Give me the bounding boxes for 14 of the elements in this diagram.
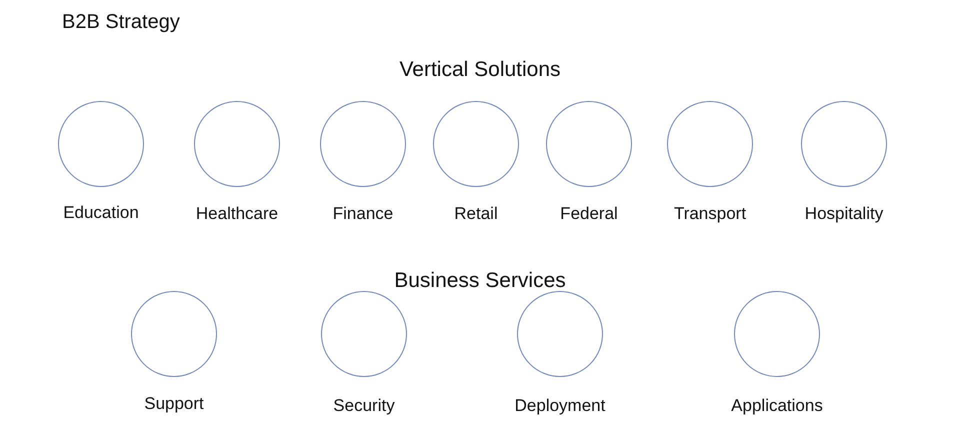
category-label: Education bbox=[63, 202, 139, 224]
section-heading: Business Services bbox=[394, 268, 566, 294]
category-label: Federal bbox=[560, 203, 618, 225]
category-label: Healthcare bbox=[196, 203, 278, 225]
category-label: Finance bbox=[332, 203, 394, 225]
category-label: Deployment bbox=[514, 395, 606, 417]
category-label: Security bbox=[333, 395, 395, 417]
category-label: Hospitality bbox=[804, 203, 884, 225]
category-label: Applications bbox=[731, 395, 823, 417]
section-heading: Vertical Solutions bbox=[399, 57, 561, 83]
category-label: Support bbox=[144, 393, 204, 415]
diagram-title: B2B Strategy bbox=[62, 10, 180, 35]
category-label: Retail bbox=[454, 203, 498, 225]
category-label: Transport bbox=[674, 203, 746, 225]
